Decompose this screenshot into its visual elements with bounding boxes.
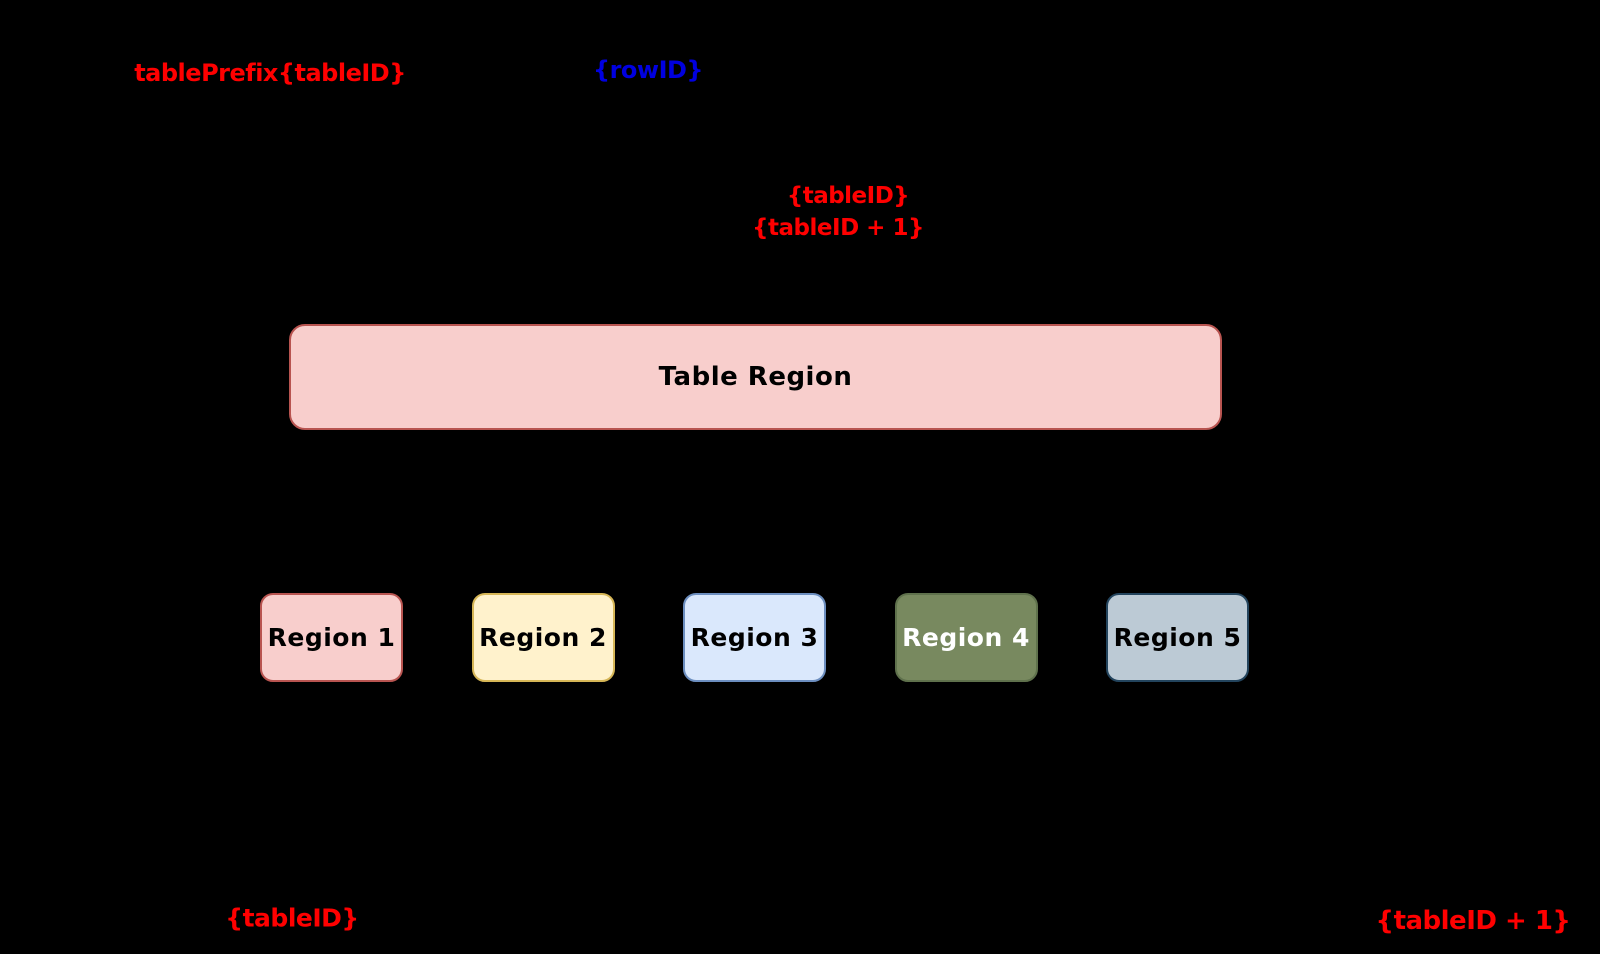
region-label: Region 3 [690, 623, 819, 652]
table-prefix-key-label: tablePrefix{tableID} [134, 59, 406, 87]
region-label: Region 5 [1113, 623, 1242, 652]
region-label: Region 1 [267, 623, 396, 652]
region-label: Region 4 [902, 623, 1030, 652]
range-end-label: {tableID + 1} [752, 215, 924, 241]
bottom-range-end-label: {tableID + 1} [1375, 906, 1571, 936]
region-box: Region 5 [1106, 593, 1249, 682]
table-region-label: Table Region [658, 362, 853, 392]
region-box: Region 4 [894, 593, 1038, 682]
regions-row: Region 1 Region 2 Region 3 Region 4 Region 5 [260, 593, 1249, 682]
region-box: Region 1 [260, 593, 403, 682]
range-start-label: {tableID} [786, 183, 910, 209]
table-region-box: Table Region [289, 324, 1222, 430]
region-label: Region 2 [479, 623, 607, 652]
bottom-range-start-label: {tableID} [225, 903, 359, 933]
row-id-key-label: {rowID} [592, 56, 704, 84]
region-box: Region 3 [683, 593, 826, 682]
region-box: Region 2 [471, 593, 615, 682]
